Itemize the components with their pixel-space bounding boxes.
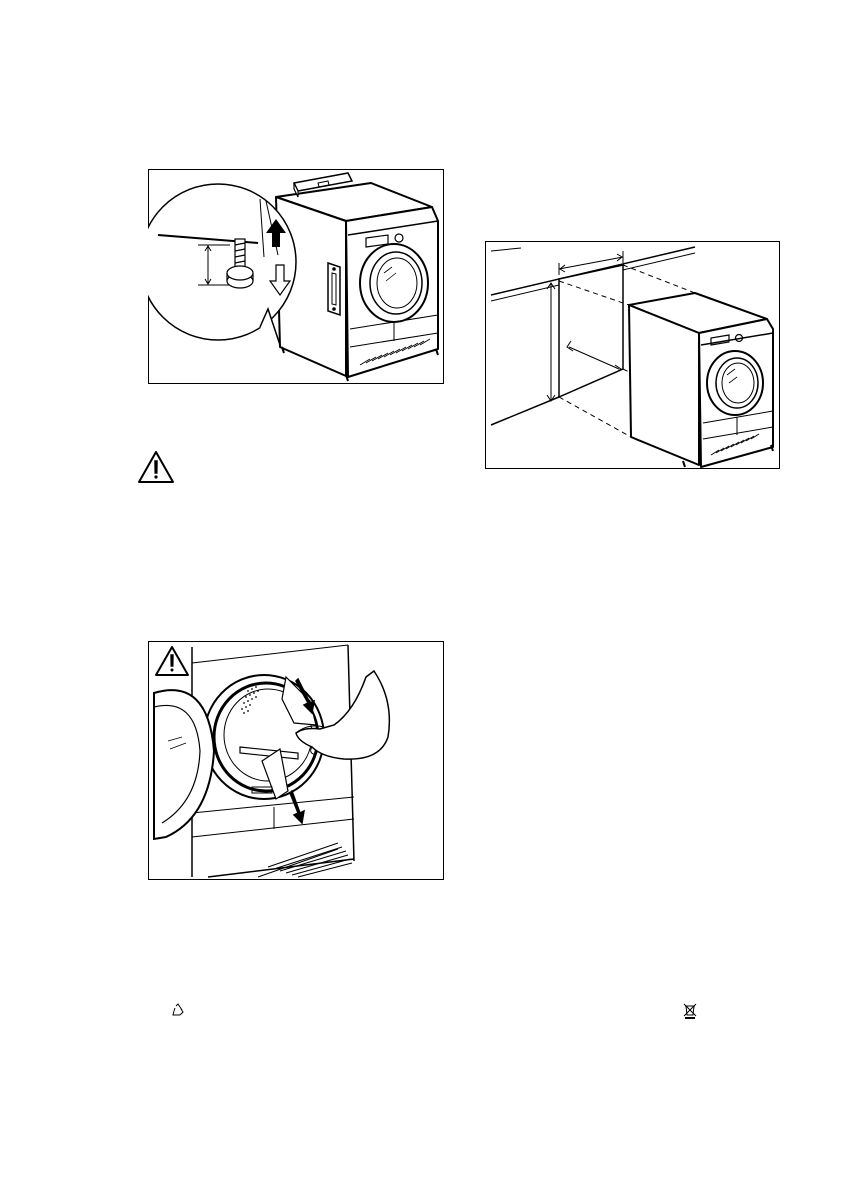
levelling-figure bbox=[148, 169, 444, 384]
warning-triangle-icon bbox=[136, 449, 176, 485]
crossed-out-bin-icon bbox=[683, 1003, 697, 1019]
door-figure bbox=[148, 641, 444, 880]
recess-figure bbox=[485, 241, 780, 469]
dryer-installation-recess-illustration bbox=[485, 241, 780, 469]
recycle-icon bbox=[171, 1003, 185, 1017]
adjustable-foot-levelling-illustration bbox=[148, 169, 444, 384]
remove-drum-packaging-illustration bbox=[148, 641, 444, 880]
